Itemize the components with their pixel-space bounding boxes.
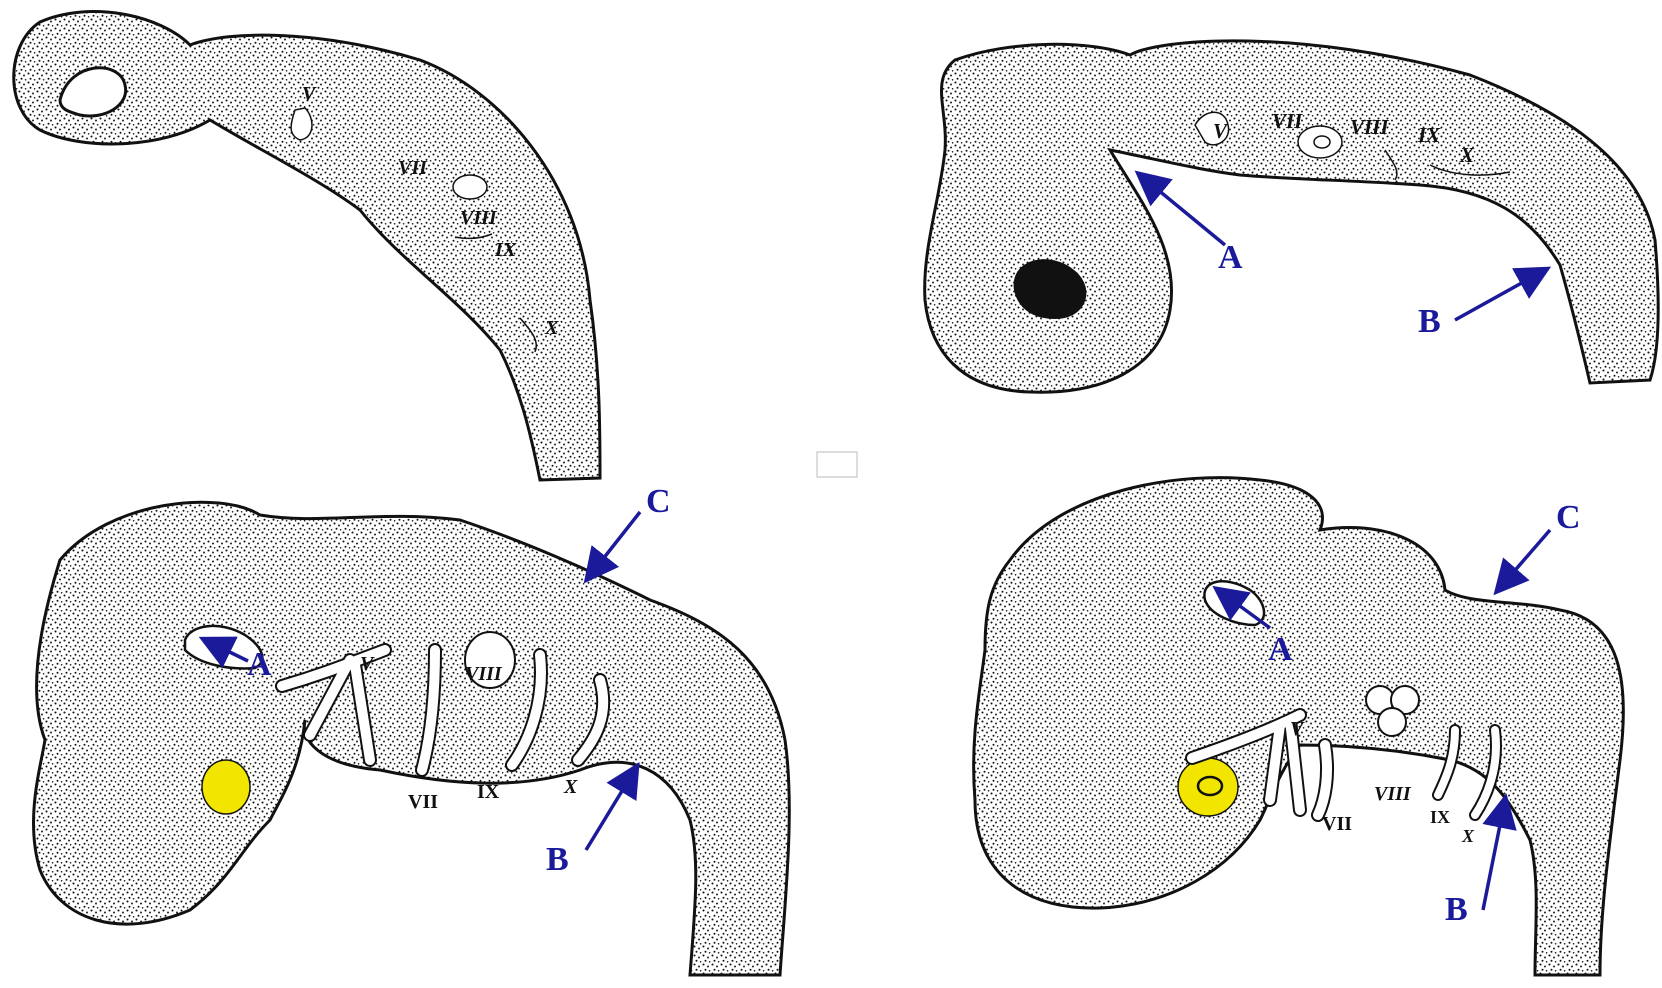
nerve-label: IX xyxy=(1430,807,1450,827)
callout-label-a: A xyxy=(247,646,272,683)
panel-top-right: V VII VIII IX X A B xyxy=(925,41,1659,392)
panel-top-left: V VII VIII IX X xyxy=(14,12,600,480)
nerve-label: VIII xyxy=(1374,783,1412,805)
nerve-label: V xyxy=(360,653,375,675)
eye-bottom-right xyxy=(1178,758,1238,816)
nerve-label: V xyxy=(1290,718,1305,740)
panel-bottom-right: V VII VIII IX X A B C xyxy=(974,478,1624,975)
callout-arrow-b xyxy=(1483,800,1505,910)
nerve-label: V xyxy=(302,83,317,105)
callout-arrow-b xyxy=(586,768,636,850)
callout-label-b: B xyxy=(1418,303,1441,340)
nerve-label: V xyxy=(1213,119,1229,143)
nerve-label: VII xyxy=(1322,813,1352,835)
nerve-label: X xyxy=(544,317,559,339)
callout-label-b: B xyxy=(1445,891,1468,928)
nerve-label: VII xyxy=(1272,109,1303,133)
eye-bottom-left xyxy=(202,760,250,814)
nerve-label: VIII xyxy=(465,663,503,685)
panel-bottom-left: V VIII VII IX X A B C xyxy=(34,483,790,975)
nerve-label: VII xyxy=(398,157,428,179)
nerve-label: IX xyxy=(477,781,500,803)
nerve-label: VII xyxy=(408,791,438,813)
nerve-label: X xyxy=(1461,826,1475,846)
callout-arrow-b xyxy=(1455,270,1545,320)
nerve-label: VIII xyxy=(460,207,498,229)
otocyst-top-left xyxy=(453,175,487,199)
callout-label-c: C xyxy=(646,483,671,520)
placeholder-box xyxy=(817,452,857,477)
nerve-label: VIII xyxy=(1350,115,1389,139)
nerve-label: X xyxy=(1459,143,1475,167)
embryo-body-bottom-left xyxy=(34,502,790,975)
ganglion-v-top-left xyxy=(291,108,312,140)
callout-label-c: C xyxy=(1556,499,1581,536)
nerve-label: IX xyxy=(494,239,517,261)
callout-label-a: A xyxy=(1268,631,1293,668)
callout-label-b: B xyxy=(546,841,569,878)
embryo-body-top-right xyxy=(925,41,1659,392)
callout-arrow-c xyxy=(1498,530,1550,590)
callout-label-a: A xyxy=(1218,239,1243,276)
callout-arrow-c xyxy=(588,512,640,578)
nerve-label: IX xyxy=(1417,123,1441,147)
otocyst-inner-top-right xyxy=(1314,136,1330,148)
nerve-label: X xyxy=(563,776,578,798)
otocyst-lobe xyxy=(1378,708,1406,736)
